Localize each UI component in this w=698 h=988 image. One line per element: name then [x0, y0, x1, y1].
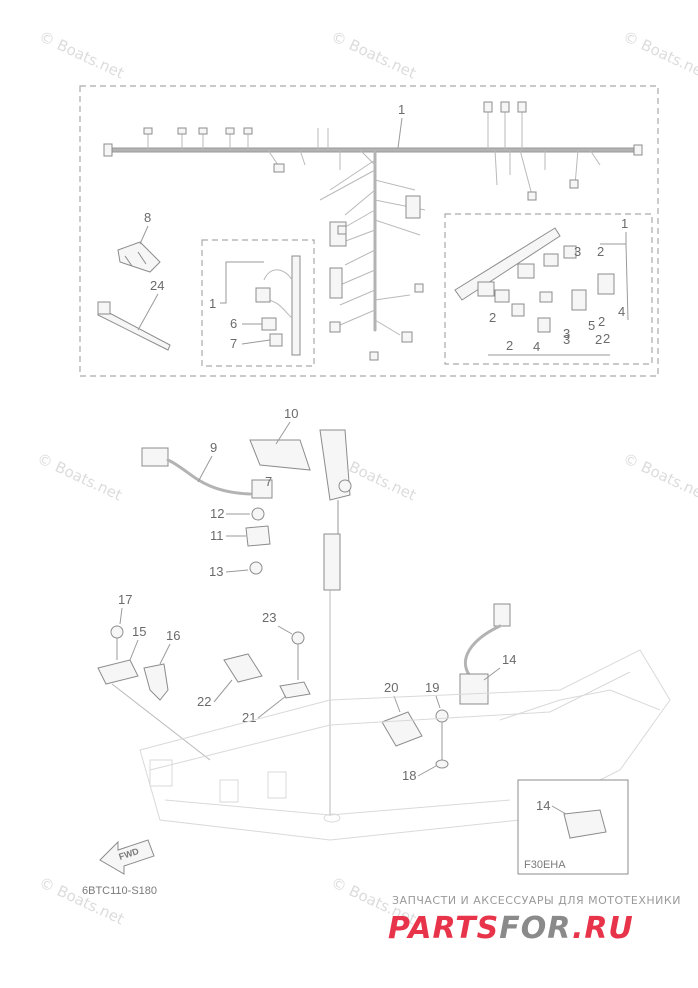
callout: 18 [402, 768, 416, 783]
brand-tagline: ЗАПЧАСТИ И АКСЕССУАРЫ ДЛЯ МОТОТЕХНИКИ [392, 894, 681, 907]
plate-part [245, 525, 271, 547]
callout: 10 [284, 406, 298, 421]
connector-kit-box [444, 213, 653, 365]
callout: 14 [536, 798, 550, 813]
wire-harness [103, 101, 643, 361]
callout: 6 [230, 316, 237, 331]
callout: 4 [618, 304, 625, 319]
callout: 3 [574, 244, 581, 259]
clamp-part [117, 241, 161, 273]
connector-kit-parts [454, 227, 615, 333]
callout: 14 [502, 652, 516, 667]
lower-left-parts [97, 625, 211, 761]
callout: 19 [425, 680, 439, 695]
middle-parts [223, 631, 311, 699]
callout: 1 [398, 102, 405, 117]
callout: 7 [230, 336, 237, 351]
callout: 5 [588, 318, 595, 333]
callout: 4 [533, 339, 540, 354]
callout: 15 [132, 624, 146, 639]
bottom-cowling [139, 649, 671, 841]
watermark: © Boats.net [34, 449, 125, 504]
callout: 17 [118, 592, 132, 607]
callout: 3 [563, 332, 570, 347]
sub-harness-box [201, 239, 315, 367]
plug-part [563, 809, 607, 839]
callout: 2 [489, 310, 496, 325]
inset-model-label: F30EHA [524, 859, 566, 871]
sub-harness-part [255, 255, 301, 356]
callout: 8 [144, 210, 151, 225]
callout: 13 [209, 564, 223, 579]
screw-part [249, 561, 263, 575]
brand-logo: PARTSFOR.RU [388, 911, 634, 946]
harness-group-box [79, 85, 659, 377]
wire-lead-part [141, 447, 273, 499]
callout: 21 [242, 710, 256, 725]
callout: 24 [150, 278, 164, 293]
callout: 16 [166, 628, 180, 643]
cable-tie-part [97, 301, 171, 351]
watermark: © Boats.net [36, 27, 127, 82]
collar-part [251, 507, 265, 521]
callout: 2 [506, 338, 513, 353]
callout: 22 [197, 694, 211, 709]
callout: 11 [210, 528, 224, 543]
callout: 12 [210, 506, 224, 521]
callout: 3 [563, 326, 570, 341]
forward-arrow: FWD [99, 839, 155, 875]
callout: 2 [603, 331, 610, 346]
callout: 9 [210, 440, 217, 455]
callout: 1 [621, 216, 628, 231]
diagram-code: 6BTC110-S180 [82, 885, 157, 897]
callout: 2 [595, 332, 602, 347]
callout: 1 [209, 296, 216, 311]
watermark: © Boats.net [620, 27, 698, 82]
watermark: © Boats.net [620, 449, 698, 504]
watermark: © Boats.net [328, 27, 419, 82]
callout: 7 [265, 474, 272, 489]
callout: 2 [597, 244, 604, 259]
callout: 23 [262, 610, 276, 625]
watermark: © Boats.net [36, 873, 127, 928]
callout: 20 [384, 680, 398, 695]
callout: 2 [598, 314, 605, 329]
sensor-part [459, 603, 511, 705]
bracket-part [249, 429, 352, 816]
